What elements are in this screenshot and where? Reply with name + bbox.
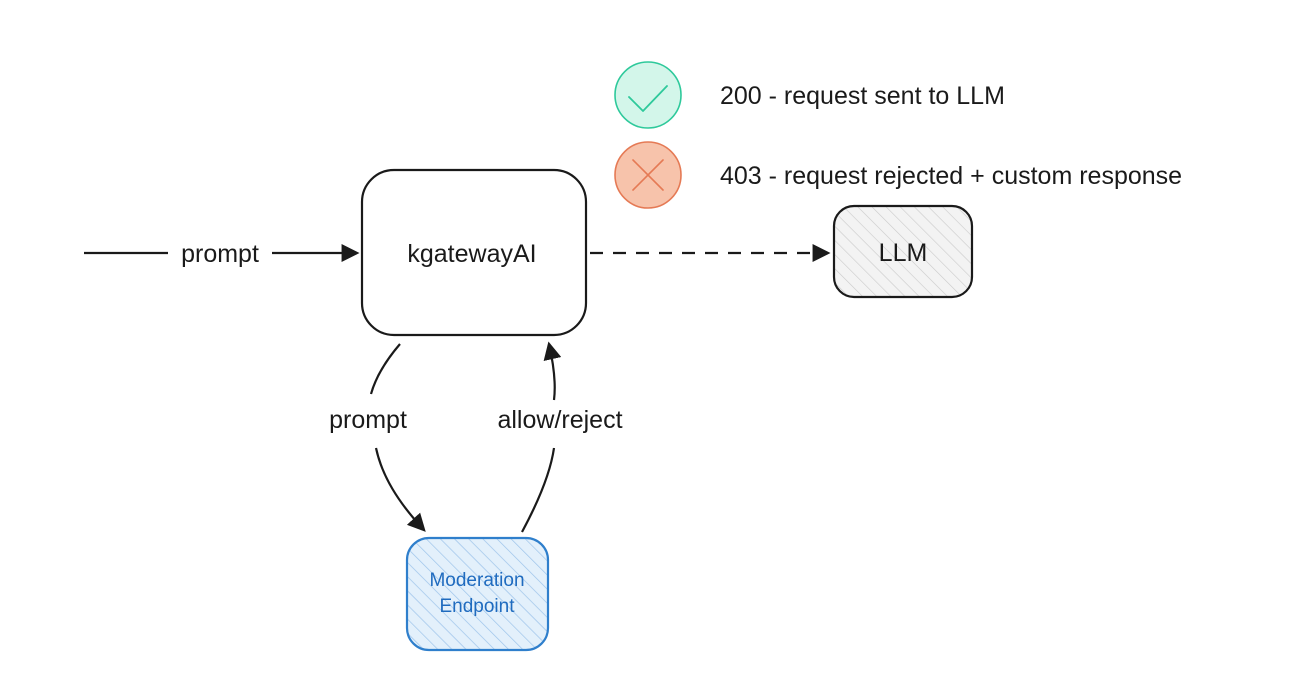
edge-incoming-prompt: prompt: [84, 240, 360, 268]
node-moderation-label-line2: Endpoint: [439, 596, 515, 617]
node-kgateway: kgatewayAI: [360, 168, 588, 337]
legend-success-text: 200 - request sent to LLM: [720, 82, 1005, 110]
legend-rejected-text: 403 - request rejected + custom response: [720, 162, 1182, 190]
edge-gateway-to-moderation: prompt: [329, 343, 426, 532]
node-llm-label: LLM: [879, 239, 928, 267]
edge-moderation-to-gateway: allow/reject: [497, 341, 623, 533]
node-llm: LLM: [832, 204, 974, 299]
node-moderation-endpoint: Moderation Endpoint: [405, 536, 550, 652]
edge-label-moderation-to-gateway: allow/reject: [497, 406, 622, 434]
legend-rejected: 403 - request rejected + custom response: [614, 141, 1182, 209]
legend-success: 200 - request sent to LLM: [614, 61, 1005, 129]
node-moderation-label-line1: Moderation: [429, 570, 524, 591]
edge-label-incoming-prompt: prompt: [181, 240, 259, 268]
edge-label-gateway-to-moderation: prompt: [329, 406, 407, 434]
check-icon: [614, 61, 682, 129]
node-kgateway-label: kgatewayAI: [407, 240, 536, 268]
check-icon-mark: [628, 85, 668, 112]
cross-icon-mark: [632, 159, 664, 191]
